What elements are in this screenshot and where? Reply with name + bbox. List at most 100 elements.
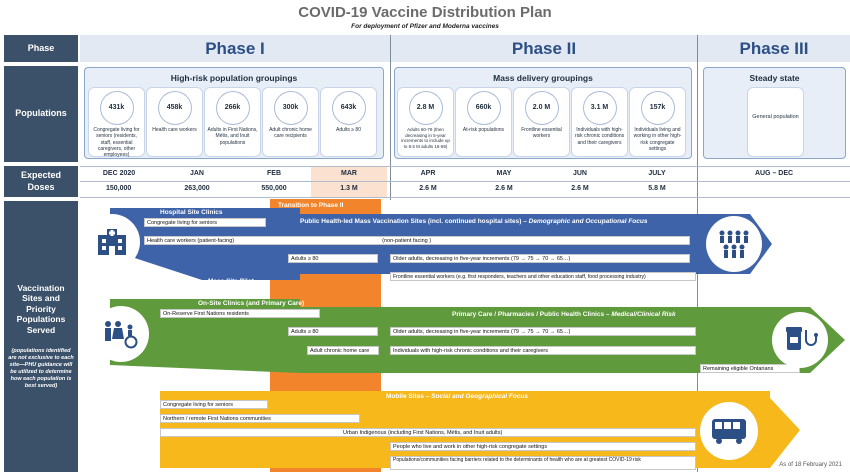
phase-divider-1: [390, 35, 391, 200]
doses-rule-bottom: [80, 197, 850, 198]
dose-value: 5.8 M: [648, 185, 666, 192]
population-desc: At-risk populations: [462, 127, 505, 133]
yellow-band-title-main: Mobile Sites: [386, 393, 424, 400]
row-label-vaccination: Vaccination Sites and Priority Populatio…: [4, 201, 78, 472]
phase-header-1: Phase I: [80, 35, 390, 62]
bar-older-adults: Older adults, decreasing in five-year in…: [390, 254, 690, 263]
bar-northern: Northern / remote First Nations communit…: [160, 414, 360, 423]
month-label: JAN: [189, 170, 204, 177]
dose-value: 2.6 M: [495, 185, 513, 192]
population-card: 2.8 M Adults 60-79 (then decreasing in 5-…: [398, 88, 453, 156]
population-card: 3.1 M Individuals with high-risk chronic …: [572, 88, 627, 156]
population-group-phase3-title: Steady state: [749, 73, 800, 83]
row-label-expected-doses: Expected Doses: [4, 166, 78, 197]
bar-yellow-congregate: Congregate living for seniors: [160, 400, 268, 409]
bar-home-care: Adult chronic home care: [307, 346, 379, 355]
row-label-phase-text: Phase: [27, 42, 55, 53]
population-desc: General population: [752, 114, 799, 120]
as-of-date: As of 18 February 2021: [779, 462, 842, 468]
yellow-band-title-focus: – Social and Geographical Focus: [425, 393, 528, 400]
population-card: General population: [748, 88, 803, 156]
phase-header-2: Phase II: [391, 35, 697, 62]
bar-remaining: Remaining eligible Ontarians: [700, 364, 800, 373]
month-label: APR: [420, 170, 436, 177]
green-band-title-left: On-Site Clinics (and Primary Care): [198, 300, 305, 307]
doses-rule-mid: [80, 181, 850, 182]
population-desc: Adult chronic home care recipients: [269, 127, 312, 140]
population-value: 660k: [467, 92, 500, 124]
medication-stethoscope-icon: [772, 312, 828, 368]
transition-label: Transition to Phase II: [278, 202, 344, 209]
yellow-band-title: Mobile Sites – Social and Geographical F…: [386, 393, 528, 400]
population-desc: Adults ≥ 80: [336, 127, 361, 133]
phase-header-3: Phase III: [698, 35, 850, 62]
dose-value: 2.6 M: [571, 185, 589, 192]
bar-adults80: Adults ≥ 80: [288, 254, 378, 263]
bar-congregate: Congregate living for seniors: [144, 218, 266, 227]
dose-value: 2.6 M: [419, 185, 437, 192]
bus-icon: [700, 402, 758, 460]
bar-chronic: Individuals with high-risk chronic condi…: [390, 346, 696, 355]
green-band-title-focus: – Medical/Clinical Risk: [605, 311, 676, 318]
dose-value: 263,000: [184, 185, 210, 192]
population-group-phase3: Steady state General population: [703, 67, 846, 159]
doses-rule-top: [80, 166, 850, 167]
page-title: COVID-19 Vaccine Distribution Plan: [298, 4, 552, 21]
population-desc: Adults 60-79 (then decreasing in 5-year …: [401, 127, 450, 149]
population-value: 157k: [641, 92, 674, 124]
page-subtitle: For deployment of Pfizer and Moderna vac…: [351, 23, 499, 30]
bar-hcw: Health care workers (patient-facing) (no…: [144, 236, 690, 245]
row-label-expected-text: Expected: [20, 170, 62, 181]
population-value: 643k: [332, 92, 365, 124]
population-value: 266k: [216, 92, 249, 124]
population-value: 2.0 M: [525, 92, 558, 124]
dose-value: 550,000: [261, 185, 287, 192]
row-label-doses-text: Doses: [27, 181, 55, 192]
row-label-populations-text: Populations: [15, 108, 67, 119]
dose-value: 150,000: [106, 185, 132, 192]
month-label: JULY: [648, 170, 666, 177]
bar-green-older-adults: Older adults, decreasing in five-year in…: [390, 327, 696, 336]
bar-people-congregate: People who live and work in other high-r…: [390, 442, 696, 451]
bar-hcw-text: Health care workers (patient-facing): [147, 237, 235, 244]
mass-site-pilot: Mass Site Pilot: [208, 278, 254, 285]
population-card: 2.0 M Frontline essential workers: [514, 88, 569, 156]
blue-band-title-main: Public Health-led Mass Vaccination Sites…: [300, 218, 522, 225]
bar-barriers: Populations/communities facing barriers …: [390, 456, 696, 470]
population-value: 3.1 M: [583, 92, 616, 124]
dose-value: 1.3 M: [340, 185, 358, 192]
population-desc: Individuals living and working in other …: [633, 127, 682, 152]
population-value: 2.8 M: [409, 92, 442, 124]
blue-band-title-left: Hospital Site Clinics: [160, 209, 223, 216]
green-band-title: Primary Care / Pharmacies / Public Healt…: [452, 311, 676, 318]
family-icon: [93, 306, 149, 362]
month-label: MAY: [496, 170, 512, 177]
row-label-populations: Populations: [4, 66, 78, 162]
blue-band-title: Public Health-led Mass Vaccination Sites…: [300, 218, 647, 225]
bar-hcw-non: (non-patient facing ): [382, 237, 432, 244]
population-desc: Adults in First Nations, Métis, and Inui…: [207, 127, 258, 146]
blue-band-title-focus: – Demographic and Occupational Focus: [523, 218, 648, 225]
population-desc: Frontline essential workers: [521, 127, 562, 140]
month-label: MAR: [341, 170, 357, 177]
population-group-phase1-title: High-risk population groupings: [170, 73, 298, 83]
population-desc: Congregate living for seniors (residents…: [93, 127, 140, 158]
hospital-icon: [84, 214, 140, 270]
crowd-icon: [706, 216, 762, 272]
population-desc: Individuals with high-risk chronic condi…: [574, 127, 625, 146]
row-label-vaccination-text: Vaccination Sites and Priority Populatio…: [16, 282, 66, 336]
bar-green-adults80: Adults ≥ 80: [288, 327, 378, 336]
bar-urban: Urban Indigenous (including First Nation…: [160, 428, 696, 437]
row-label-vaccination-note: (populations identified are not exclusiv…: [8, 347, 74, 390]
population-value: 458k: [158, 92, 191, 124]
bar-frontline: Frontline essential workers (e.g. first …: [390, 272, 696, 281]
month-label: FEB: [267, 170, 281, 177]
row-label-phase: Phase: [4, 35, 78, 62]
population-desc: Health care workers: [152, 127, 197, 133]
